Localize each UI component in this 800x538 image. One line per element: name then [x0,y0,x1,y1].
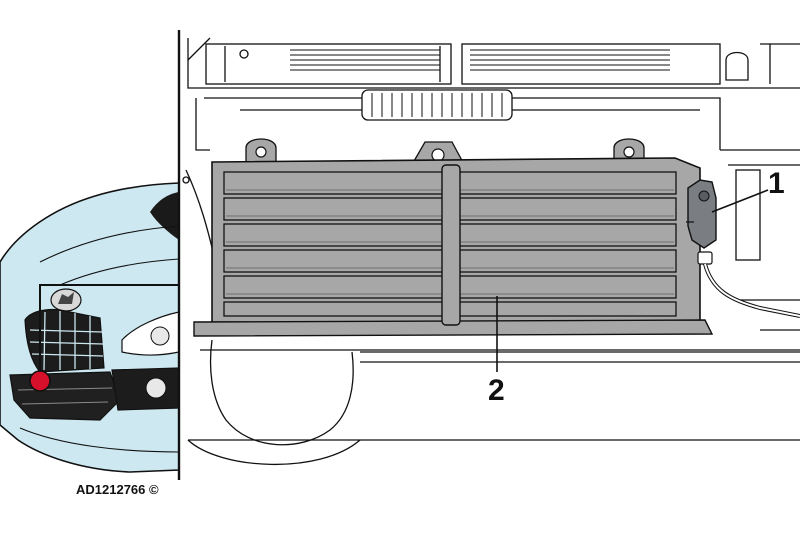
hood-line [39,225,180,263]
location-marker [29,370,51,392]
car-inset [0,182,180,473]
windscreen [150,192,179,240]
badge-emblem [58,292,74,304]
headlight-lamp [150,326,170,346]
hood-line-2 [59,258,180,286]
grille-shutter [193,138,714,337]
callout-1-leader [711,189,769,213]
lower-intake [9,371,121,421]
reference-code: AD1212766 © [76,482,159,497]
callout-2-number: 2 [488,374,505,407]
upper-grille [24,308,105,373]
fog-lamp [145,377,167,399]
shutter-spine [441,164,461,326]
fog-lamp-housing [111,367,180,411]
bumper-edge [19,427,180,453]
callout-1-number: 1 [768,167,785,200]
inset-leader-line [39,284,179,372]
shutter-actuator [686,179,800,318]
bay-structure [182,37,800,331]
shutter-lip [193,319,714,337]
lower-valance [187,339,800,466]
